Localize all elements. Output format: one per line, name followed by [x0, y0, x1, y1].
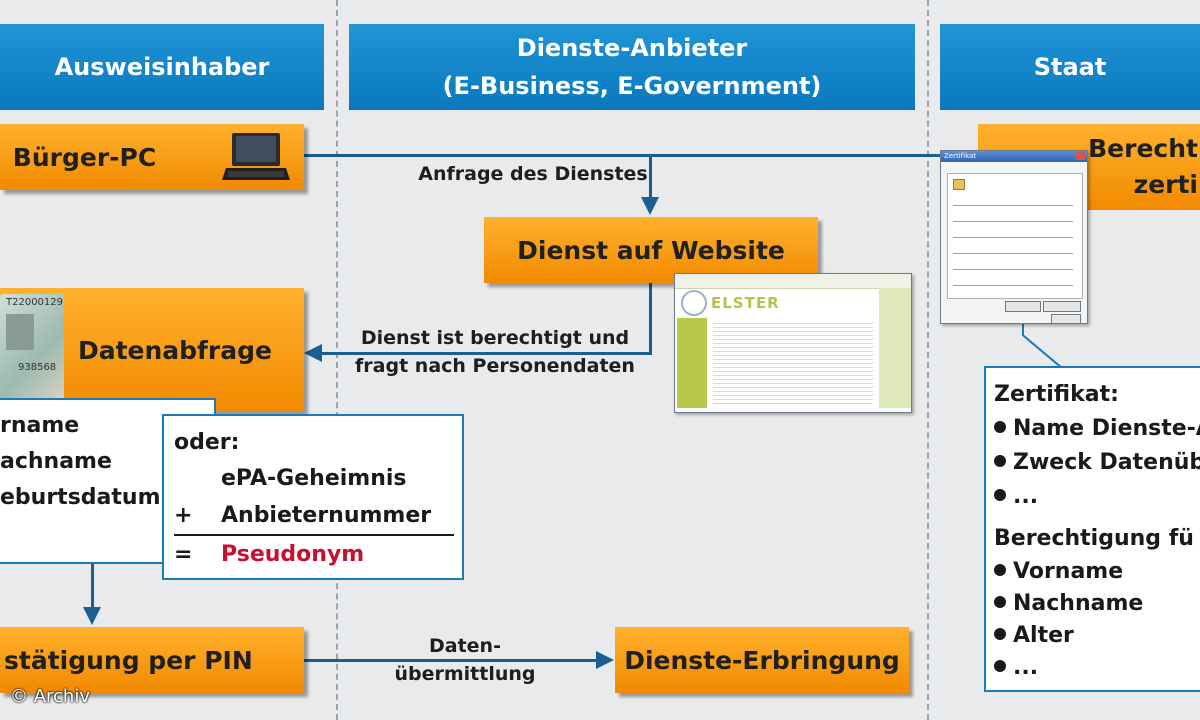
pseudonym-box-title: oder:	[174, 430, 240, 455]
certificate-item-more: ...	[994, 480, 1200, 514]
bullet-icon	[994, 489, 1006, 501]
connector-anfrage-down	[649, 154, 652, 198]
connector-website-down	[649, 283, 652, 354]
bullet-icon	[994, 660, 1006, 672]
bullet-icon	[994, 564, 1006, 576]
id-card-number-top: T22000129	[6, 297, 64, 308]
connector-to-datenabfrage	[322, 352, 652, 355]
personal-data-vorname: rname	[0, 413, 80, 438]
pseudonym-box: oder: ePA-Geheimnis + Anbieternummer = P…	[162, 414, 464, 580]
pseudonym-row-secret-text: ePA-Geheimnis	[221, 466, 407, 491]
box-buerger-pc-label: Bürger-PC	[12, 142, 157, 172]
label-berechtigt-line1: Dienst ist berechtigt und	[360, 327, 630, 349]
id-card-portrait	[6, 314, 34, 350]
connector-pc-to-state	[304, 154, 944, 157]
certificate-item-purpose: Zweck Datenübe	[994, 446, 1200, 480]
dialog-certificate-icon	[953, 179, 965, 190]
pseudonym-row-result-text: Pseudonym	[221, 542, 365, 567]
dialog-title-bar: Zertifikat	[941, 151, 1087, 162]
personal-data-geburtsdatum: eburtsdatum	[0, 485, 161, 510]
berechtigung-item-more: ...	[994, 652, 1200, 684]
copyright-text: © Archiv	[10, 686, 90, 707]
arrowhead-to-pin	[83, 607, 101, 625]
header-ausweisinhaber-label: Ausweisinhaber	[54, 53, 270, 81]
header-dienste-anbieter-line1: Dienste-Anbieter	[516, 34, 748, 62]
box-datenabfrage-label: Datenabfrage	[77, 335, 272, 365]
certificate-item-more-text: ...	[1013, 484, 1039, 509]
box-berecht-line2: zerti	[1133, 170, 1198, 199]
id-card-number-bottom: 938568	[18, 362, 57, 373]
dialog-button-install	[1005, 301, 1041, 312]
header-dienste-anbieter: Dienste-Anbieter (E-Business, E-Governme…	[349, 24, 915, 110]
personal-data-nachname: achname	[0, 449, 112, 474]
berechtigung-item-nachname: Nachname	[994, 588, 1200, 620]
bullet-icon	[994, 596, 1006, 608]
certificate-title: Zertifikat:	[994, 382, 1119, 407]
bullet-icon	[994, 628, 1006, 640]
berechtigung-title: Berechtigung fü	[994, 526, 1194, 551]
pseudonym-row-secret-op	[174, 460, 221, 498]
header-staat-label: Staat	[1033, 53, 1107, 81]
box-bestaetigung-pin: stätigung per PIN	[0, 627, 304, 693]
berechtigung-item-more-text: ...	[1013, 655, 1039, 680]
connector-to-pin	[91, 562, 94, 608]
connector-pin-to-erbringung	[304, 659, 598, 662]
box-dienste-erbringung-label: Dienste-Erbringung	[624, 645, 900, 675]
header-staat: Staat	[940, 24, 1200, 110]
box-dienst-auf-website-label: Dienst auf Website	[517, 235, 785, 265]
certificate-item-name: Name Dienste-A	[994, 412, 1200, 446]
website-title: ELSTER	[711, 294, 780, 312]
website-nav-column	[677, 318, 707, 408]
certificate-item-purpose-text: Zweck Datenübe	[1013, 450, 1200, 475]
arrowhead-to-datenabfrage	[304, 344, 322, 362]
box-dienst-auf-website: Dienst auf Website	[484, 217, 818, 283]
label-anfrage-text: Anfrage des Dienstes	[418, 163, 648, 185]
berechtigung-item-alter-text: Alter	[1013, 623, 1074, 648]
column-divider-left	[336, 0, 338, 720]
label-anfrage-des-dienstes: Anfrage des Dienstes	[418, 160, 648, 188]
pseudonym-row-secret: ePA-Geheimnis	[174, 460, 454, 498]
certificate-details-box: Zertifikat: Name Dienste-A Zweck Datenüb…	[984, 366, 1200, 692]
arrowhead-to-dienst-website	[641, 197, 659, 215]
arrowhead-to-erbringung	[596, 651, 614, 669]
certificate-dialog-screenshot: Zertifikat	[940, 150, 1088, 324]
berechtigung-item-vorname-text: Vorname	[1013, 559, 1124, 584]
dialog-button-issuer	[1043, 301, 1081, 312]
website-logo-circle	[681, 290, 707, 316]
pseudonym-row-result: = Pseudonym	[174, 536, 454, 574]
dialog-text-lines	[953, 197, 1073, 287]
pseudonym-row-result-op: =	[174, 542, 193, 567]
dialog-button-ok	[1051, 314, 1081, 323]
label-dienst-berechtigt: Dienst ist berechtigt und fragt nach Per…	[350, 324, 640, 380]
certificate-item-name-text: Name Dienste-A	[1013, 416, 1200, 441]
dialog-title-text: Zertifikat	[944, 152, 977, 160]
box-berecht-line1: Berecht	[1088, 134, 1198, 163]
website-screenshot: ELSTER	[674, 273, 912, 413]
header-ausweisinhaber: Ausweisinhaber	[0, 24, 324, 110]
label-daten-line1: Daten-	[429, 635, 501, 657]
website-header-bar	[675, 274, 911, 289]
website-content	[713, 320, 873, 406]
dialog-close-icon	[1076, 152, 1085, 160]
copyright-watermark: © Archiv	[10, 686, 90, 707]
bullet-icon	[994, 421, 1006, 433]
label-datenuebermittlung: Daten- übermittlung	[380, 632, 550, 688]
label-berechtigt-line2: fragt nach Personendaten	[355, 355, 635, 377]
berechtigung-item-alter: Alter	[994, 620, 1200, 652]
box-dienste-erbringung: Dienste-Erbringung	[615, 627, 909, 693]
pseudonym-row-provider-number: + Anbieternummer	[174, 498, 454, 536]
column-divider-right	[927, 0, 929, 720]
bullet-icon	[994, 455, 1006, 467]
box-bestaetigung-pin-label: stätigung per PIN	[4, 645, 253, 675]
header-dienste-anbieter-line2: (E-Business, E-Government)	[442, 72, 822, 100]
pseudonym-row-provider-text: Anbieternummer	[221, 503, 432, 528]
label-daten-line2: übermittlung	[394, 663, 536, 685]
berechtigung-item-nachname-text: Nachname	[1013, 591, 1144, 616]
laptop-icon	[222, 130, 290, 186]
berechtigung-item-vorname: Vorname	[994, 556, 1200, 588]
website-side-column	[879, 288, 911, 408]
id-card-image: T22000129 938568	[0, 294, 64, 400]
pseudonym-row-provider-op: +	[174, 503, 193, 528]
